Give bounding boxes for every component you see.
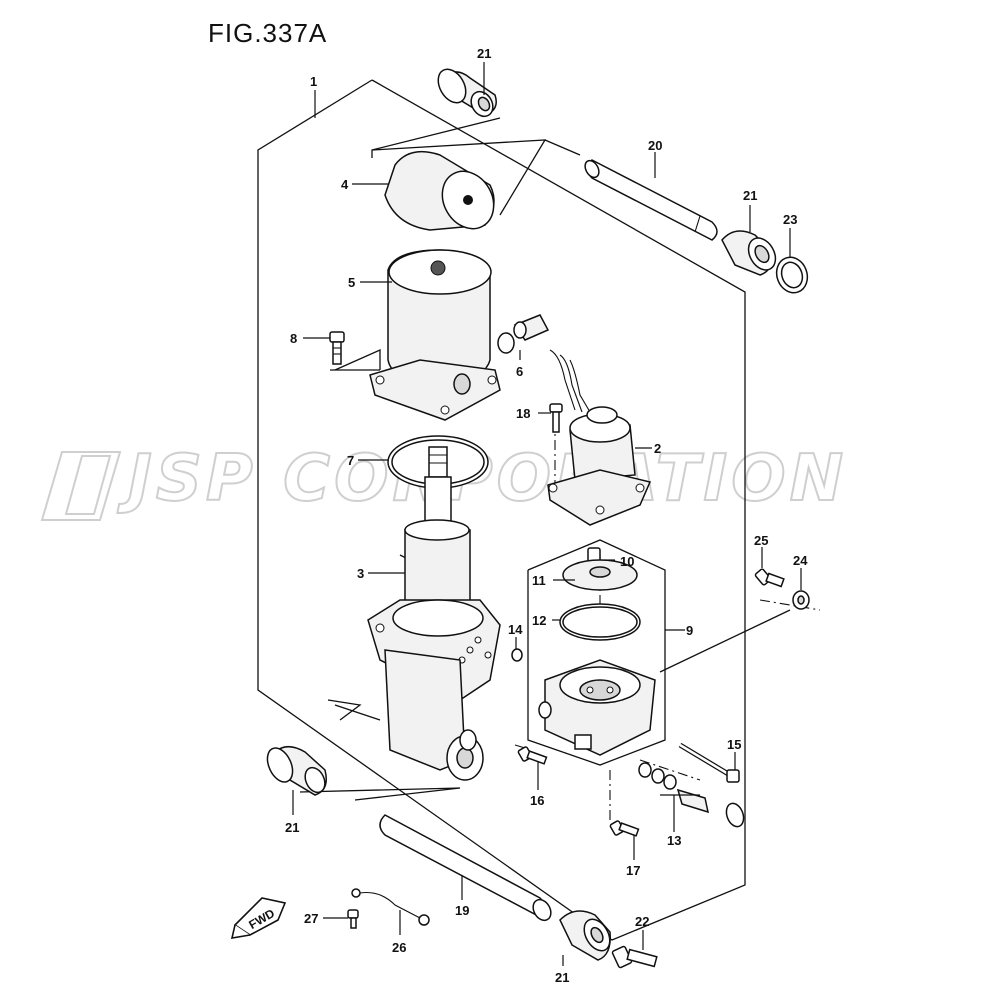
- callout-21: 21: [477, 46, 491, 61]
- assembly-frame: [257, 79, 746, 941]
- fwd-direction-icon: FWD: [230, 897, 287, 939]
- bushing-21-right: [721, 230, 777, 276]
- callout-10: 10: [620, 554, 634, 569]
- callout-21: 21: [285, 820, 299, 835]
- bolt-16: [517, 746, 548, 765]
- o-ring-14: [511, 648, 523, 662]
- callout-11: 11: [532, 573, 546, 588]
- callout-19: 19: [455, 903, 469, 918]
- solenoid-2: [547, 349, 652, 526]
- callout-5: 5: [348, 275, 355, 290]
- callout-21: 21: [743, 188, 757, 203]
- callout-16: 16: [530, 793, 544, 808]
- bushing-21-left: [266, 746, 327, 796]
- callout-8: 8: [290, 331, 297, 346]
- callout-24: 24: [793, 553, 808, 568]
- callout-13: 13: [667, 833, 681, 848]
- leader-lines: [292, 62, 802, 966]
- pin-20: [584, 159, 718, 241]
- callout-15: 15: [727, 737, 741, 752]
- washer-24: [792, 590, 810, 610]
- assembly-lines: [299, 117, 821, 820]
- callout-14: 14: [508, 622, 523, 637]
- callout-2: 2: [654, 441, 661, 456]
- callout-labels: 1 21 20 21 23 4 5 8 6 18 7 2 3 10 11 12 …: [285, 46, 808, 985]
- callout-27: 27: [304, 911, 318, 926]
- pump-body-9: [538, 659, 656, 756]
- o-ring-12: [559, 603, 641, 641]
- bolt-25: [754, 568, 785, 588]
- screw-18: [549, 403, 563, 433]
- callout-9: 9: [686, 623, 693, 638]
- callout-20: 20: [648, 138, 662, 153]
- circlip-23: [775, 256, 809, 294]
- bushing-21-bottom: [559, 910, 611, 961]
- motor-5: [369, 249, 501, 421]
- pump-frame-9: [527, 539, 666, 766]
- callout-17: 17: [626, 863, 640, 878]
- callout-6: 6: [516, 364, 523, 379]
- callout-26: 26: [392, 940, 406, 955]
- callout-3: 3: [357, 566, 364, 581]
- callout-25: 25: [754, 533, 768, 548]
- callout-7: 7: [347, 453, 354, 468]
- reservoir-4: [384, 150, 495, 231]
- fitting-6: [497, 314, 550, 354]
- callout-4: 4: [341, 177, 349, 192]
- bolt-15: [678, 742, 740, 783]
- tilt-cylinder-3: [367, 446, 501, 781]
- ground-cable-26: [351, 888, 430, 926]
- bolt-17: [609, 820, 640, 837]
- callout-12: 12: [532, 613, 546, 628]
- bolt-22: [611, 945, 658, 969]
- callout-23: 23: [783, 212, 797, 227]
- plate-11: [562, 559, 638, 591]
- callout-21: 21: [555, 970, 569, 985]
- callout-18: 18: [516, 406, 530, 421]
- callout-1: 1: [310, 74, 317, 89]
- figure-title: FIG.337A: [208, 18, 328, 48]
- bushing-21-top: [437, 68, 497, 118]
- pin-19: [379, 814, 552, 922]
- bolt-8: [329, 331, 345, 365]
- valve-13: [638, 762, 745, 828]
- screw-27: [347, 909, 359, 929]
- callout-22: 22: [635, 914, 649, 929]
